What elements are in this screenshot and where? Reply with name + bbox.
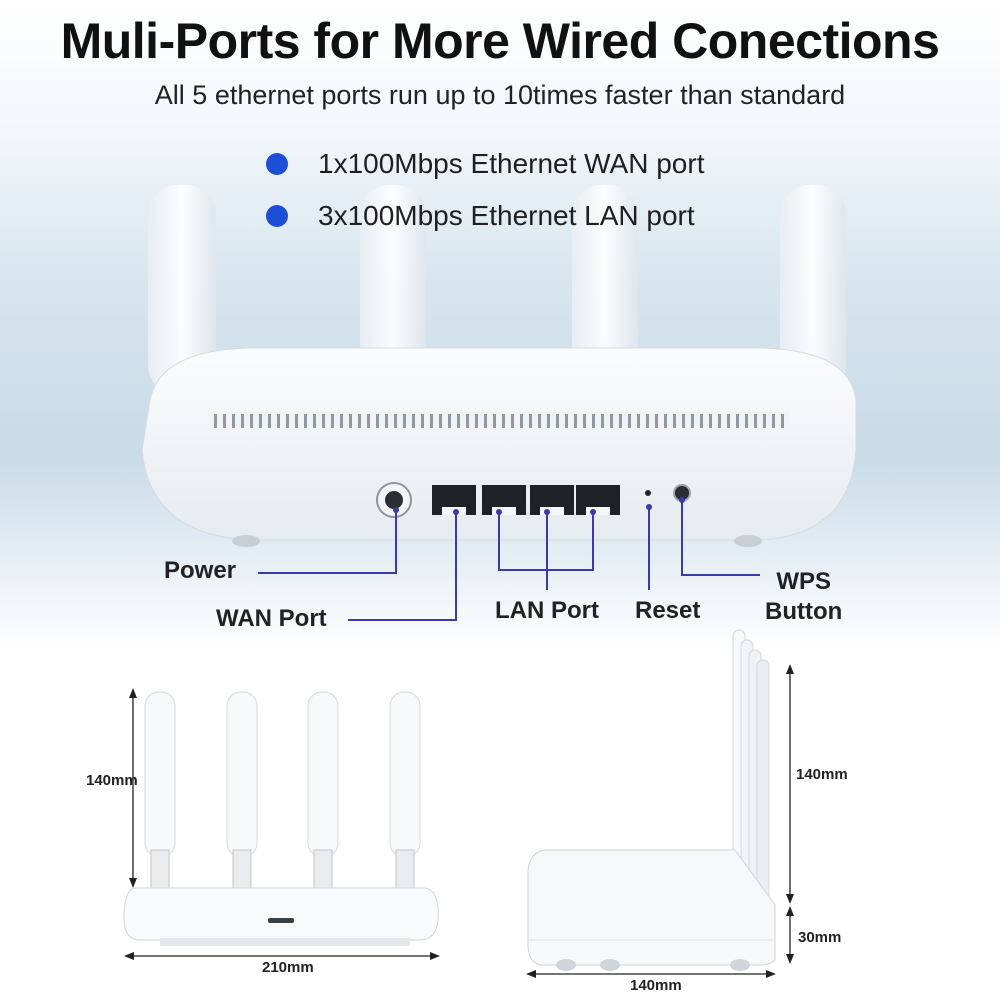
vent-slot <box>763 414 766 428</box>
vent-slot <box>340 414 343 428</box>
vent-slot <box>709 414 712 428</box>
vent-slot <box>718 414 721 428</box>
vent-slot <box>367 414 370 428</box>
vent-slot <box>331 414 334 428</box>
vent-slot <box>295 414 298 428</box>
vent-slot <box>691 414 694 428</box>
vent-slot <box>277 414 280 428</box>
vent-slot <box>529 414 532 428</box>
vent-slot <box>493 414 496 428</box>
vent-slot <box>502 414 505 428</box>
bullet-dot-icon <box>266 205 288 227</box>
callout-lines <box>258 500 760 621</box>
vent-slot <box>781 414 784 428</box>
vent-slot <box>268 414 271 428</box>
vent-slot <box>547 414 550 428</box>
vent-slot <box>583 414 586 428</box>
label-wps-button: WPS Button <box>765 568 843 625</box>
feature-text: 3x100Mbps Ethernet LAN port <box>318 200 695 231</box>
feature-item-wan: 1x100Mbps Ethernet WAN port <box>266 148 704 180</box>
vent-slot <box>637 414 640 428</box>
vent-slot <box>358 414 361 428</box>
vent-slot <box>664 414 667 428</box>
vent-slot <box>385 414 388 428</box>
feature-item-lan: 3x100Mbps Ethernet LAN port <box>266 200 695 232</box>
label-lan-port: LAN Port <box>495 597 599 624</box>
vent-slot <box>520 414 523 428</box>
label-reset: Reset <box>635 597 701 624</box>
vent-slot <box>772 414 775 428</box>
label-wan-port: WAN Port <box>216 605 327 632</box>
vent-slot <box>232 414 235 428</box>
vent-slot <box>394 414 397 428</box>
front-view-router <box>123 691 439 946</box>
vent-slot <box>484 414 487 428</box>
vent-slot <box>736 414 739 428</box>
dimension-lines <box>124 664 794 978</box>
vent-slot <box>592 414 595 428</box>
vent-slot <box>511 414 514 428</box>
vent-slot <box>322 414 325 428</box>
vent-slot <box>754 414 757 428</box>
vent-slot <box>412 414 415 428</box>
vent-slot <box>700 414 703 428</box>
vent-slot <box>430 414 433 428</box>
vent-slot <box>727 414 730 428</box>
vent-slot <box>349 414 352 428</box>
feature-text: 1x100Mbps Ethernet WAN port <box>318 148 705 179</box>
vent-slot <box>223 414 226 428</box>
vent-slot <box>448 414 451 428</box>
vent-slot <box>538 414 541 428</box>
vent-slot <box>403 414 406 428</box>
vent-slot <box>250 414 253 428</box>
vent-slot <box>745 414 748 428</box>
vent-slot <box>673 414 676 428</box>
vent-slot <box>421 414 424 428</box>
dim-side-height: 140mm <box>796 766 848 783</box>
vent-slot <box>304 414 307 428</box>
page-subtitle: All 5 ethernet ports run up to 10times f… <box>154 80 846 110</box>
dim-side-depth: 140mm <box>630 977 682 994</box>
vent-slot <box>556 414 559 428</box>
vent-slot <box>619 414 622 428</box>
vent-slot <box>628 414 631 428</box>
vent-slot <box>313 414 316 428</box>
page-title: Muli-Ports for More Wired Conections <box>60 13 940 69</box>
vent-slot <box>682 414 685 428</box>
vent-slot <box>646 414 649 428</box>
vent-slot <box>574 414 577 428</box>
dim-front-width: 210mm <box>262 959 314 976</box>
dim-front-height: 140mm <box>86 772 138 789</box>
label-power: Power <box>164 557 237 584</box>
bullet-dot-icon <box>266 153 288 175</box>
vent-slot <box>475 414 478 428</box>
vent-slot <box>241 414 244 428</box>
vent-slot <box>457 414 460 428</box>
vent-slot <box>655 414 658 428</box>
vent-slot <box>601 414 604 428</box>
dim-side-body-height: 30mm <box>798 929 842 946</box>
vent-slot <box>376 414 379 428</box>
vent-slot <box>259 414 262 428</box>
vent-slot <box>565 414 568 428</box>
side-view-router <box>527 629 776 971</box>
vent-slot <box>286 414 289 428</box>
vent-slot <box>610 414 613 428</box>
vent-slot <box>214 414 217 428</box>
vent-slot <box>466 414 469 428</box>
vent-slot <box>439 414 442 428</box>
